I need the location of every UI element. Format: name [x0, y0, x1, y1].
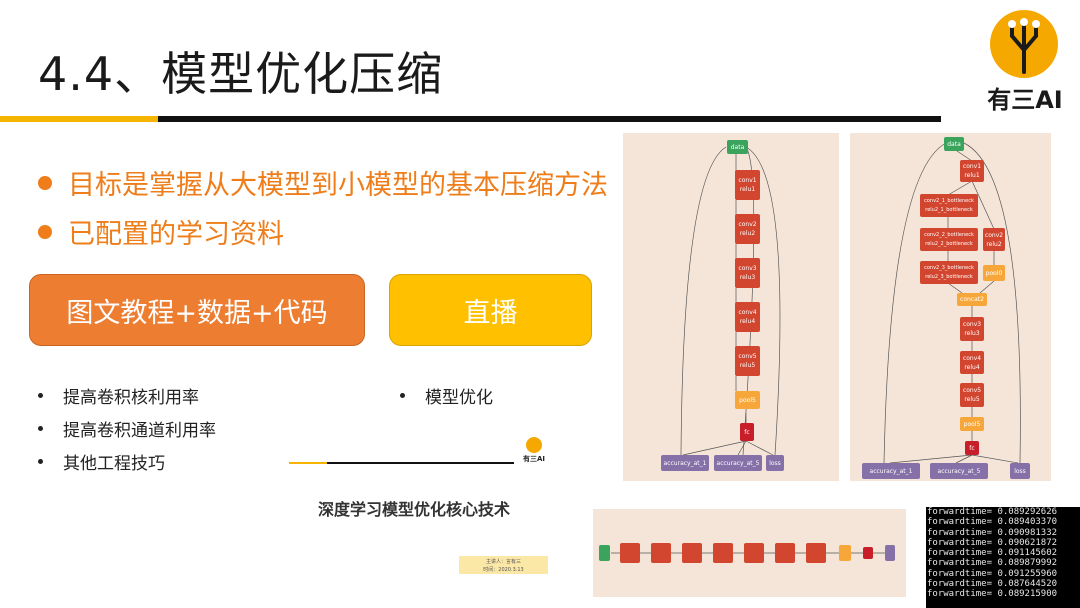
graph-node	[839, 545, 851, 561]
graph-node: data	[944, 137, 964, 151]
live-item-label: 模型优化	[425, 388, 493, 408]
graph-edges	[680, 146, 781, 456]
bullet-materials: 已配置的学习资料	[38, 212, 284, 251]
graph-node: concat2	[957, 293, 987, 306]
mini-divider-bar	[327, 462, 514, 464]
terminal-line: forwardtime= 0.089879992	[927, 558, 1058, 569]
graph-node	[863, 547, 873, 559]
mini-date: 时间：2020.3.13	[483, 567, 524, 573]
mini-logo: 有三AI	[522, 437, 546, 463]
tutorial-item-label: 提高卷积核利用率	[63, 388, 199, 408]
logo-text: 有三AI	[987, 86, 1063, 114]
terminal-line: forwardtime= 0.090981332	[927, 527, 1058, 538]
tutorial-item-label: 其他工程技巧	[63, 454, 165, 474]
graph-node: pool5	[960, 417, 984, 431]
graph-node: fc	[740, 423, 754, 441]
live-button[interactable]: 直播	[389, 274, 592, 346]
header-accent-bar	[0, 116, 158, 122]
header-divider-bar	[158, 116, 941, 122]
logo-circuit-icon	[1008, 18, 1040, 74]
mini-presenter-box: 主讲人：言有三 时间：2020.3.13	[459, 556, 548, 574]
slide-title: 4.4、模型优化压缩	[38, 47, 444, 101]
graph-node	[682, 543, 702, 563]
terminal-line: forwardtime= 0.089292626	[927, 507, 1058, 517]
tutorial-item: 提高卷积核利用率	[36, 383, 199, 408]
mini-slide-title: 深度学习模型优化核心技术	[318, 500, 511, 519]
graph-node	[744, 543, 764, 563]
network-graph-horizontal	[593, 509, 906, 597]
terminal-line: forwardtime= 0.089403370	[927, 517, 1058, 528]
mini-accent-bar	[289, 462, 327, 464]
terminal-output: forwardtime= 0.089292626 forwardtime= 0.…	[926, 507, 1080, 608]
graph-node: loss	[1010, 463, 1030, 479]
bullet-text: 已配置的学习资料	[68, 219, 284, 250]
graph-node: accuracy_at_1	[661, 455, 709, 471]
graph-node	[775, 543, 795, 563]
bullet-dot-icon	[38, 426, 43, 431]
tutorial-item: 其他工程技巧	[36, 449, 165, 474]
bullet-dot-icon	[38, 224, 52, 239]
terminal-line: forwardtime= 0.089215900	[927, 589, 1058, 600]
graph-node	[885, 545, 895, 561]
graph-node: fc	[965, 441, 979, 455]
graph-edges	[883, 142, 1021, 464]
graph-node: accuracy_at_5	[714, 455, 762, 471]
bullet-dot-icon	[400, 393, 405, 398]
graph-node	[599, 545, 610, 561]
graph-node	[713, 543, 733, 563]
terminal-line: forwardtime= 0.091255960	[927, 568, 1058, 579]
graph-node: pool5	[735, 391, 760, 409]
tutorial-button[interactable]: 图文教程+数据+代码	[29, 274, 365, 346]
tutorial-item-label: 提高卷积通道利用率	[63, 421, 216, 441]
logo-circle-icon	[990, 10, 1058, 78]
tutorial-item: 提高卷积通道利用率	[36, 416, 216, 441]
live-item: 模型优化	[398, 383, 493, 408]
bullet-text: 目标是掌握从大模型到小模型的基本压缩方法	[68, 170, 608, 201]
terminal-line: forwardtime= 0.091145602	[927, 548, 1058, 559]
graph-node	[651, 543, 671, 563]
mini-logo-text: 有三AI	[522, 455, 546, 463]
terminal-line: forwardtime= 0.087644520	[927, 579, 1058, 590]
graph-node	[806, 543, 826, 563]
terminal-line: forwardtime= 0.090621872	[927, 537, 1058, 548]
bullet-dot-icon	[38, 459, 43, 464]
graph-node	[620, 543, 640, 563]
bullet-dot-icon	[38, 175, 52, 190]
graph-node: data	[727, 140, 748, 154]
bullet-goal: 目标是掌握从大模型到小模型的基本压缩方法	[38, 163, 608, 202]
mini-presenter: 主讲人：言有三	[485, 559, 521, 565]
graph-node: accuracy_at_1	[862, 463, 920, 479]
graph-node: pool0	[983, 265, 1005, 281]
graph-node: accuracy_at_5	[930, 463, 988, 479]
brand-logo: 有三AI	[980, 8, 1070, 114]
mini-logo-circle-icon	[526, 437, 542, 453]
bullet-dot-icon	[38, 393, 43, 398]
graph-node: loss	[766, 455, 784, 471]
